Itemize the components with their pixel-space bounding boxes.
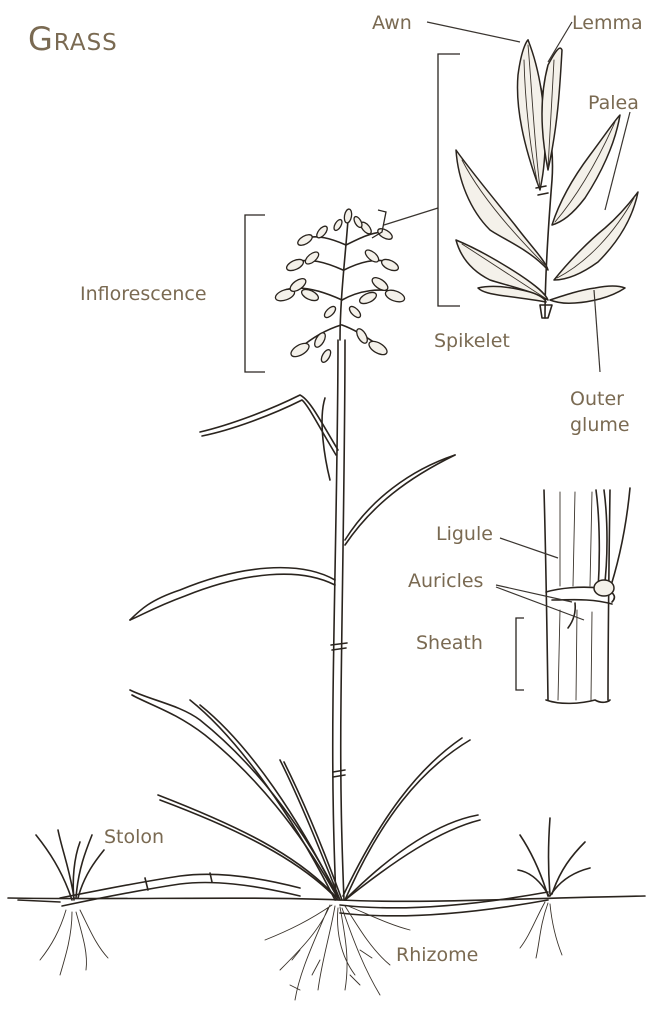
stolon-drawing — [18, 873, 300, 906]
sheath-bracket — [516, 618, 524, 690]
inflorescence-drawing — [274, 208, 406, 363]
label-outer-glume-line2: glume — [570, 414, 630, 436]
label-awn: Awn — [372, 12, 412, 34]
label-outer-glume-line1: Outer — [570, 388, 624, 410]
main-roots — [265, 905, 410, 1000]
left-small-plant — [36, 830, 108, 975]
inflorescence-bracket — [245, 215, 265, 372]
label-palea: Palea — [588, 92, 639, 114]
label-stolon: Stolon — [104, 826, 164, 848]
spikelet-connector-line — [384, 208, 438, 225]
right-small-plant — [518, 818, 590, 958]
spikelet-drawing — [456, 40, 638, 318]
label-inflorescence: Inflorescence — [80, 283, 207, 305]
label-ligule: Ligule — [436, 523, 493, 545]
main-stem — [331, 340, 347, 900]
label-rhizome: Rhizome — [396, 944, 478, 966]
label-spikelet: Spikelet — [434, 330, 510, 352]
ligule-node — [594, 580, 614, 596]
rhizome-drawing — [340, 892, 548, 916]
auricles-leader-2 — [496, 587, 584, 620]
label-sheath: Sheath — [416, 632, 483, 654]
label-lemma: Lemma — [572, 12, 643, 34]
awn-leader — [427, 22, 520, 42]
label-auricles: Auricles — [408, 570, 483, 592]
spikelet-bracket — [438, 54, 460, 306]
ligule-inset-drawing — [544, 488, 630, 703]
outer-glume-leader — [594, 290, 600, 372]
ligule-leader — [500, 538, 558, 558]
auricles-leader-1 — [496, 585, 572, 602]
